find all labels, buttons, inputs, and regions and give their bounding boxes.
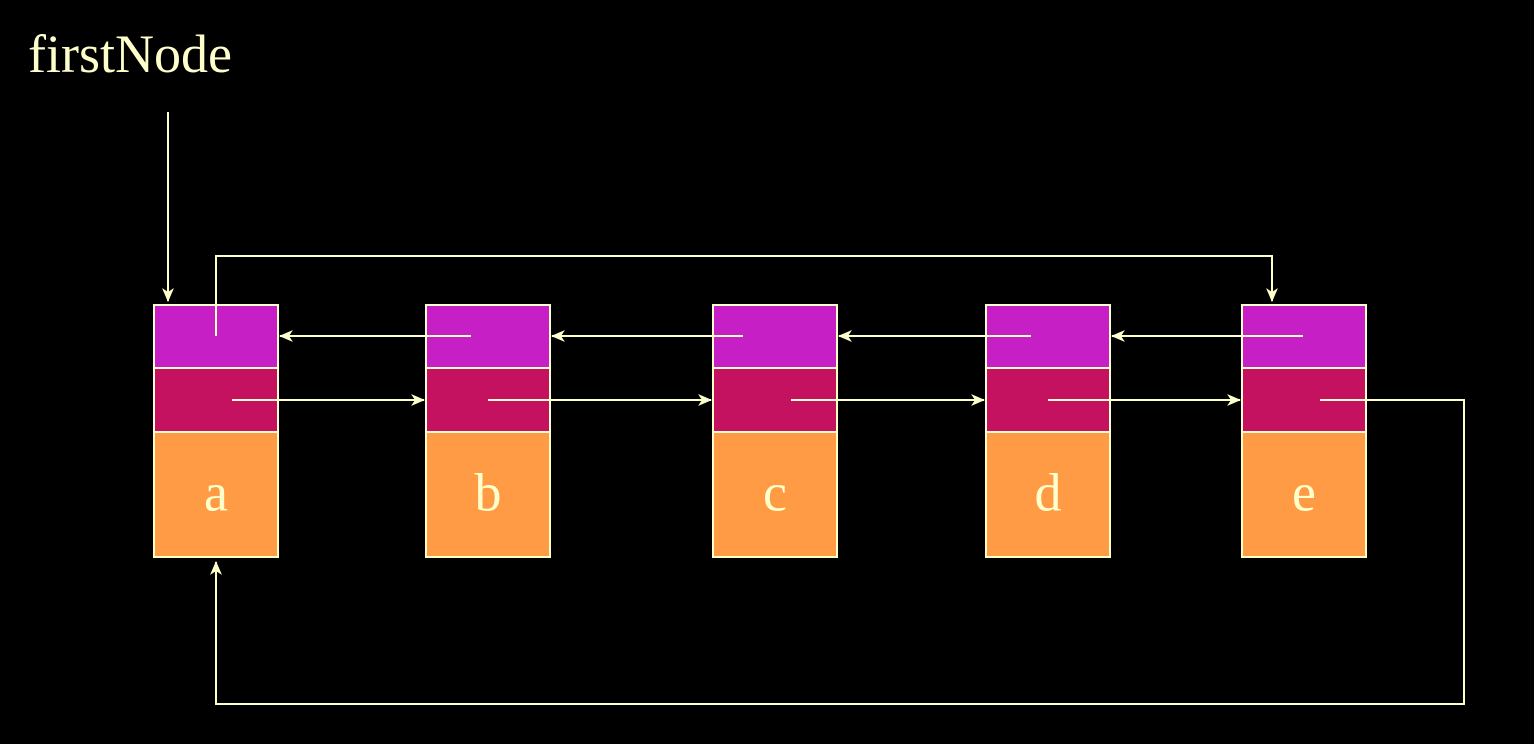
node-b: b bbox=[425, 304, 551, 558]
node-d: d bbox=[985, 304, 1111, 558]
data-cell bbox=[425, 431, 551, 558]
node-value-label: a bbox=[204, 462, 228, 522]
links-layer bbox=[162, 112, 1465, 705]
data-cell bbox=[153, 431, 279, 558]
node-value-label: e bbox=[1292, 462, 1316, 522]
first-node-label: firstNode bbox=[28, 24, 232, 84]
node-value-label: d bbox=[1035, 462, 1062, 522]
nodes-layer: a b c d e bbox=[153, 304, 1367, 558]
data-cell bbox=[712, 431, 838, 558]
wrap-prev-link-arrow bbox=[215, 255, 1278, 336]
node-e: e bbox=[1241, 304, 1367, 558]
node-value-label: b bbox=[475, 462, 502, 522]
node-c: c bbox=[712, 304, 838, 558]
data-cell bbox=[985, 431, 1111, 558]
node-value-label: c bbox=[763, 462, 787, 522]
node-a: a bbox=[153, 304, 279, 558]
wrap-next-link-arrow bbox=[210, 399, 1465, 705]
data-cell bbox=[1241, 431, 1367, 558]
